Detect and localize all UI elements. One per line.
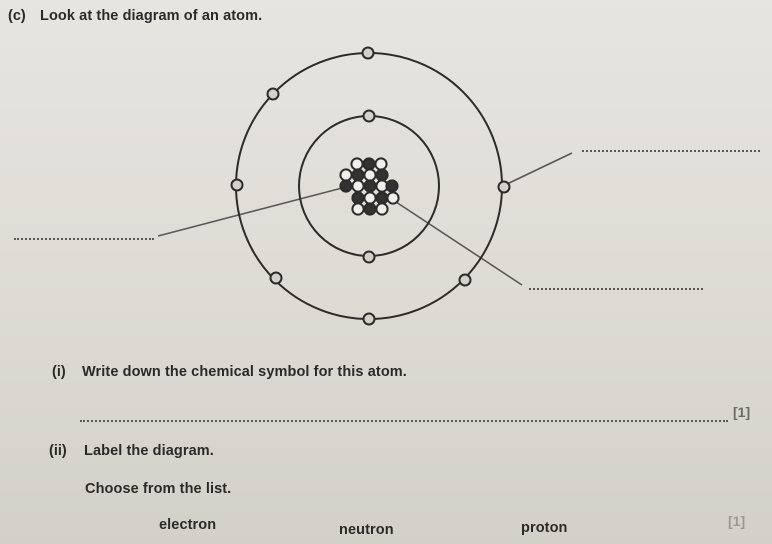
part-ii-prompt: Label the diagram. [84,443,214,459]
option-neutron: neutron [339,522,394,538]
outer-shell-electrons [230,46,511,326]
electron-icon [230,178,244,192]
part-i-label: (i) [52,364,66,380]
nucleus-particle-light-icon [351,202,365,216]
label-blank-left[interactable] [14,238,154,240]
electron-icon [497,180,511,194]
chemical-symbol-answer-line[interactable] [80,420,728,422]
part-ii-label: (ii) [49,443,67,459]
part-c-label: (c) [8,8,26,24]
nucleus-particle-light-icon [375,202,389,216]
electron-icon [362,109,376,123]
nucleus-particle-dark-icon [351,168,365,182]
part-ii-marks: [1] [728,513,746,529]
electron-icon [361,46,375,60]
nucleus-particle-dark-icon [363,179,377,193]
nucleus-particle-light-icon [350,157,364,171]
nucleus-particle-light-icon [351,179,365,193]
nucleus-particle-dark-icon [362,157,376,171]
nucleus-particle-light-icon [363,168,377,182]
nucleus-particle-light-icon [339,168,353,182]
nucleus-particle-dark-icon [351,191,365,205]
label-blank-upper-right[interactable] [582,150,760,152]
nucleus-particle-dark-icon [375,191,389,205]
atom-diagram [157,46,573,326]
label-line-upper-right [504,152,573,186]
part-ii-instruction: Choose from the list. [85,481,232,497]
question-intro: Look at the diagram of an atom. [40,8,263,24]
electron-icon [362,312,376,326]
label-blank-lower-right[interactable] [529,288,703,290]
nucleus-particle-light-icon [363,191,377,205]
label-line-left [157,186,347,237]
nucleus [339,157,400,216]
electron-icon [362,250,376,264]
part-i-marks: [1] [733,404,751,420]
nucleus-particle-light-icon [374,157,388,171]
label-line-lower-right [392,199,523,286]
option-proton: proton [521,520,568,536]
electron-icon [458,273,472,287]
label-lines [157,152,573,286]
nucleus-particle-dark-icon [363,202,377,216]
part-i-prompt: Write down the chemical symbol for this … [82,364,407,380]
electron-icon [269,271,283,285]
option-electron: electron [159,517,217,533]
nucleus-particle-light-icon [386,191,400,205]
inner-shell-electrons [362,109,376,264]
nucleus-particle-dark-icon [385,179,399,193]
electron-icon [266,87,280,101]
nucleus-particle-dark-icon [375,168,389,182]
nucleus-particle-dark-icon [339,179,353,193]
